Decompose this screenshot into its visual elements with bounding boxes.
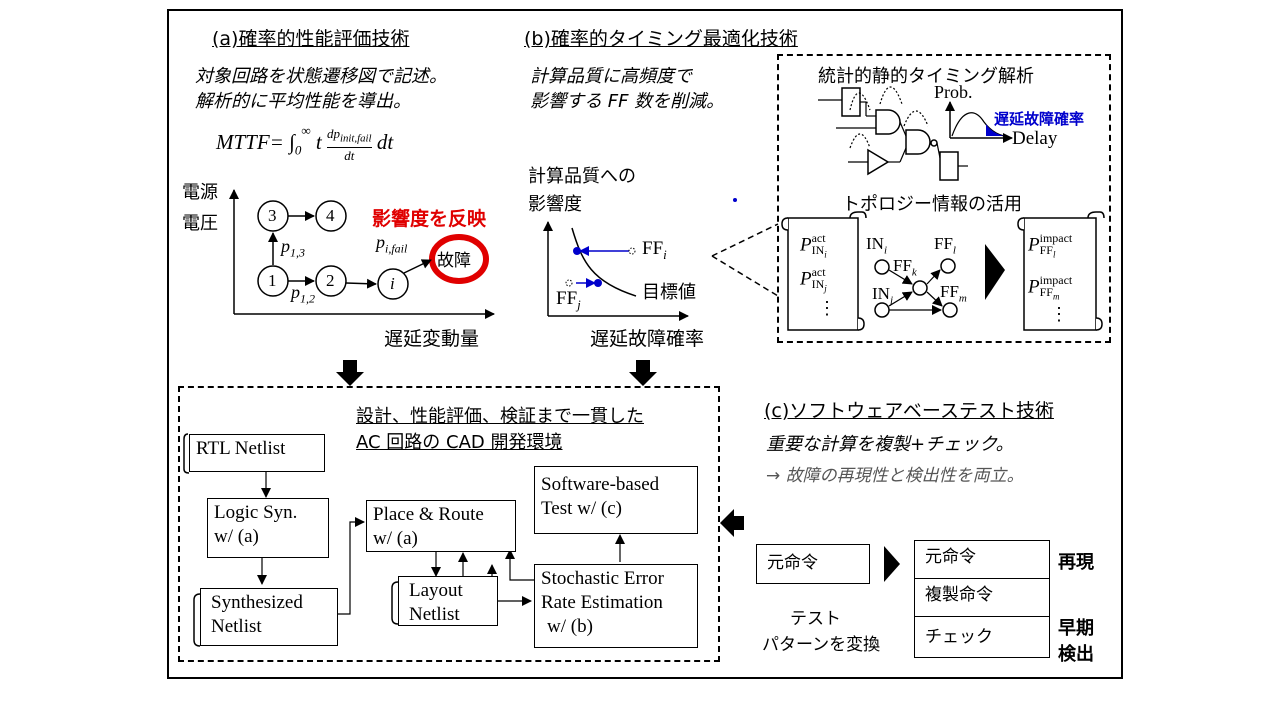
state-node-1: 1 — [268, 271, 277, 290]
section-c-desc-2: → 故障の再現性と検出性を両立。 — [766, 466, 1024, 486]
section-b-desc-2: 影響する FF 数を削減。 — [530, 91, 725, 112]
b-x-label: 遅延故障確率 — [590, 328, 705, 350]
a-state-graph — [257, 200, 489, 300]
pifail-label: pi,fail — [376, 232, 408, 256]
target-label: 目標値 — [642, 282, 696, 303]
section-a-desc-2: 解析的に平均性能を導出。 — [195, 91, 411, 112]
section-b-title: (b)確率的タイミング最適化技術 — [524, 28, 798, 50]
ff-m-label: FFm — [940, 282, 967, 305]
state-node-4: 4 — [326, 206, 335, 225]
section-c-desc-1: 重要な計算を複製+チェック。 — [766, 434, 1014, 455]
cad-panel — [178, 386, 720, 662]
scroll-impact — [1017, 211, 1105, 331]
in-j-label: INj — [872, 284, 894, 307]
ff-l-label: FFl — [934, 234, 956, 257]
prob-label: Prob. — [934, 82, 973, 102]
reproduce-label: 再現 — [1058, 552, 1094, 573]
b-y-label-2: 影響度 — [528, 194, 582, 215]
test-pattern-2: パターンを変換 — [762, 635, 881, 655]
cad-title-1: 設計、性能評価、検証まで一貫した — [356, 406, 644, 427]
topology-title: トポロジー情報の活用 — [842, 194, 1022, 215]
act-dots: ⋮ — [818, 298, 836, 318]
mttf-formula: MTTF= ∫0∞ t dpinit,fail dt dt — [216, 123, 394, 163]
ffj-label: FFj — [556, 288, 581, 312]
state-node-3: 3 — [268, 206, 277, 225]
ssta-panel — [777, 54, 1111, 343]
section-a-desc-1: 対象回路を状態遷移図で記述。 — [195, 66, 447, 87]
a-x-label: 遅延変動量 — [384, 328, 480, 350]
fail-state: 故障 — [437, 251, 471, 271]
section-b-desc-1: 計算品質に高頻度で — [530, 66, 692, 87]
ffi-label: FFi — [642, 238, 667, 262]
state-node-i: i — [390, 274, 395, 293]
p13-label: p1,3 — [281, 236, 305, 260]
orig-inst-box: 元命令 — [756, 544, 870, 584]
orig-inst-row: 元命令 — [915, 541, 1049, 579]
check-row: チェック — [925, 627, 993, 647]
dup-inst-row: 複製命令 — [915, 579, 1049, 617]
b-y-label-1: 計算品質への — [528, 166, 636, 187]
section-a-title: (a)確率的性能評価技術 — [212, 28, 410, 50]
p12-label: p1,2 — [291, 282, 315, 306]
test-pattern-1: テスト — [790, 609, 841, 629]
b-axes — [543, 221, 689, 321]
figure-frame — [167, 9, 1123, 679]
in-i-label: INi — [866, 234, 888, 257]
a-y-label-1: 電源 — [182, 182, 218, 203]
topology-graph — [874, 258, 958, 318]
early-label-2: 検出 — [1058, 644, 1094, 665]
ssta-circuit — [841, 87, 959, 181]
delay-fault-prob-label: 遅延故障確率 — [994, 110, 1085, 128]
cad-title-2: AC 回路の CAD 開発環境 — [356, 432, 563, 453]
section-c-title: (c)ソフトウェアベーステスト技術 — [764, 400, 1054, 422]
scroll-act — [781, 211, 867, 331]
highlight-impact: 影響度を反映 — [372, 208, 487, 230]
ssta-title: 統計的静的タイミング解析 — [818, 66, 1034, 87]
a-y-label-2: 電圧 — [182, 213, 218, 234]
ff-k-label: FFk — [893, 256, 917, 279]
state-node-2: 2 — [326, 271, 335, 290]
impact-dots: ⋮ — [1050, 304, 1068, 324]
early-label-1: 早期 — [1058, 618, 1094, 639]
a-axes — [229, 189, 495, 319]
transformed-inst-box: 元命令 複製命令 チェック — [914, 540, 1050, 658]
delay-label: Delay — [1012, 128, 1058, 149]
rtl-netlist-box: RTL Netlist — [189, 434, 325, 472]
logic-syn-box: Logic Syn.w/ (a) — [207, 498, 329, 558]
